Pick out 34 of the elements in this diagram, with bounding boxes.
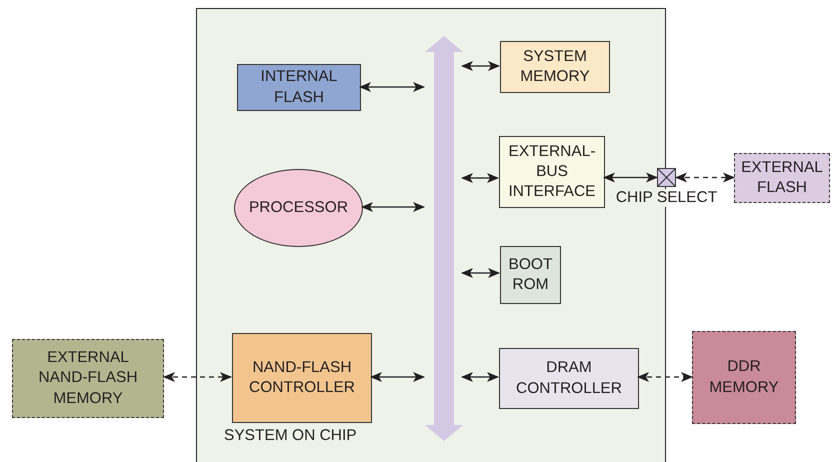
block-label: BOOT ROM [508,254,554,295]
block-label: EXTERNAL FLASH [740,158,824,198]
block-box [237,64,361,111]
connector-arrow [461,61,500,71]
connector-arrow [361,202,425,212]
chip-select-symbol [657,168,676,187]
block-box [499,348,639,409]
block-label: NAND-FLASH CONTROLLER [248,358,356,398]
system-bus-arrow [425,36,463,441]
block-label: EXTERNAL NAND-FLASH MEMORY [37,348,139,409]
external-block-box [692,331,796,424]
connector-arrow [675,172,735,182]
block-box [499,136,605,208]
connector-arrow [461,268,500,278]
block-box [500,246,561,304]
block-label: DRAM CONTROLLER [515,358,623,398]
block-box [500,41,610,93]
connector-arrow [461,173,499,183]
connector-arrow [637,372,693,382]
connector-arrow [163,372,232,382]
chip-label: SYSTEM ON CHIP [224,426,357,446]
external-block-box [12,339,164,418]
connector-arrow [359,82,425,92]
external-block-box [734,153,830,203]
block-label: EXTERNAL-BUS INTERFACE [508,142,596,202]
block-label: SYSTEM MEMORY [519,46,591,87]
block-box [232,333,372,423]
connector-arrow [461,372,499,382]
block-label: PROCESSOR [248,198,350,218]
block-label: DDR MEMORY [708,357,780,398]
connector-arrow [603,172,658,182]
block-label: INTERNAL FLASH [260,67,338,108]
connector-arrow [370,372,425,382]
signal-label: CHIP SELECT [614,189,718,207]
